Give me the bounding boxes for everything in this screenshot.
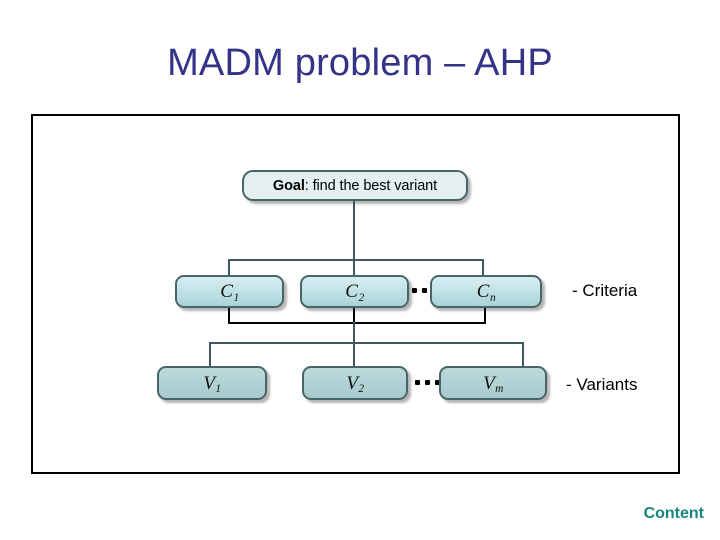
ellipsis-dot: [415, 380, 420, 385]
node-criteria-n-sub: n: [489, 291, 496, 304]
node-variant-m[interactable]: Vm: [439, 366, 547, 400]
connector-crit-up-1: [228, 308, 230, 324]
node-criteria-1[interactable]: C1: [175, 275, 284, 308]
node-criteria-2[interactable]: C2: [300, 275, 409, 308]
ellipsis-dot: [435, 380, 440, 385]
connector-crit-up-2: [353, 308, 355, 324]
node-variant-m-label: Vm: [483, 372, 504, 396]
connector-criteria-drop-3: [482, 259, 484, 275]
connector-criteria-bus: [228, 259, 484, 261]
node-criteria-2-base: C: [345, 281, 358, 302]
node-variant-1-base: V: [203, 372, 215, 394]
node-criteria-n-label: Cn: [476, 281, 496, 304]
connector-variant-bus-upper: [228, 322, 486, 324]
node-variant-2-label: V2: [346, 372, 365, 396]
node-goal-label: Goal: find the best variant: [273, 178, 437, 194]
node-criteria-1-sub: 1: [233, 291, 240, 304]
node-goal[interactable]: Goal: find the best variant: [242, 170, 468, 201]
connector-variant-bus-lower: [209, 342, 524, 344]
connector-criteria-drop-1: [228, 259, 230, 275]
node-variant-2-sub: 2: [358, 383, 365, 396]
node-variant-1-label: V1: [203, 372, 222, 396]
node-variant-m-base: V: [483, 372, 495, 394]
ellipsis-dot: [422, 288, 427, 293]
connector-goal-stem: [353, 201, 355, 260]
node-criteria-n[interactable]: Cn: [430, 275, 542, 308]
label-criteria: - Criteria: [572, 281, 638, 300]
node-criteria-2-sub: 2: [358, 291, 365, 304]
node-variant-2-base: V: [346, 372, 358, 394]
node-criteria-1-label: C1: [220, 281, 240, 304]
connector-criteria-drop-2: [353, 259, 355, 275]
node-goal-label-bold: Goal: [272, 177, 305, 194]
connector-crit-up-3: [484, 308, 486, 324]
node-variant-2[interactable]: V2: [302, 366, 408, 400]
connector-variant-stem: [353, 322, 355, 381]
variant-ellipsis: [415, 380, 440, 385]
node-variant-1-sub: 1: [215, 383, 222, 396]
ellipsis-dot: [412, 288, 417, 293]
node-variant-m-sub: m: [495, 383, 504, 396]
page-title: MADM problem – AHP: [167, 42, 553, 84]
ellipsis-dot: [425, 380, 430, 385]
node-variant-1[interactable]: V1: [157, 366, 267, 400]
node-criteria-2-label: C2: [345, 281, 365, 304]
label-variants: - Variants: [566, 375, 638, 394]
connector-variant-drop-1: [209, 342, 211, 381]
node-criteria-n-base: C: [476, 281, 490, 302]
diagram-frame: Goal: find the best variant C1 C2 Cn V1 …: [31, 114, 680, 474]
node-criteria-1-base: C: [220, 281, 233, 302]
connector-variant-drop-3: [522, 342, 524, 381]
content-link[interactable]: Content: [643, 505, 704, 522]
node-goal-label-rest: : find the best variant: [304, 177, 438, 194]
